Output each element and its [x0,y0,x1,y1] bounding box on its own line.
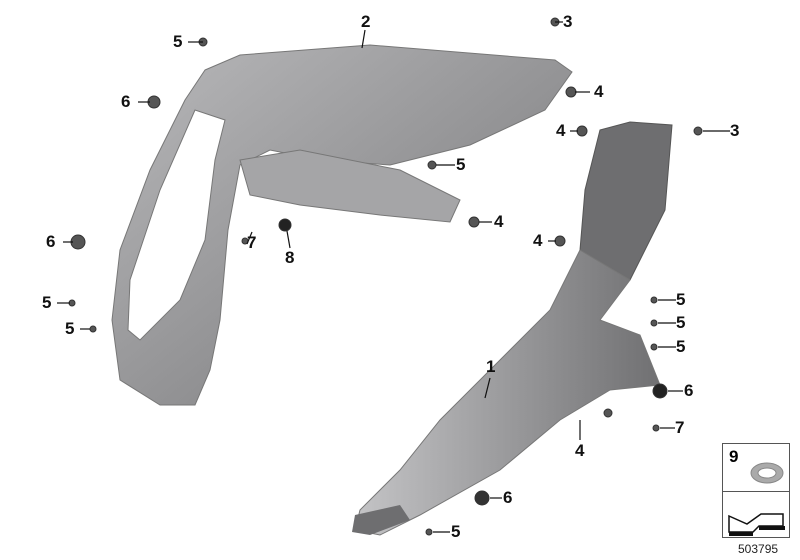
label-part-4: 4 [533,231,543,250]
label-part-6: 6 [46,232,56,251]
label-part-5: 5 [676,290,686,309]
label-part-5: 5 [456,155,466,174]
label-part-4: 4 [494,212,504,231]
label-part-6: 6 [503,488,513,507]
label-part-4: 4 [594,82,604,101]
label-part-3: 3 [563,12,573,31]
label-part-5: 5 [451,522,461,541]
fairing-part-2 [111,44,573,406]
legend-arrow [723,492,789,538]
fairing-part-2-lower-arm [239,149,461,223]
fairing-part-1-tip [352,505,410,535]
legend-box: 9 [722,443,790,538]
label-part-6: 6 [121,92,131,111]
label-part-7: 7 [675,418,685,437]
label-part-4: 4 [575,441,585,460]
label-part-1: 1 [486,357,496,376]
legend-part-9: 9 [723,444,789,492]
document-number: 503795 [738,542,779,556]
fairing-part-1-upper [579,121,673,281]
label-part-5: 5 [676,337,686,356]
label-part-2: 2 [361,12,371,31]
label-part-5: 5 [173,32,183,51]
label-part-6: 6 [684,381,694,400]
label-part-8: 8 [285,248,295,267]
arrow-icon [728,513,785,536]
fairing-part-1 [354,249,661,536]
label-part-5: 5 [65,319,75,338]
leader-lines [57,21,730,533]
label-part-9: 9 [729,447,739,466]
label-part-5: 5 [676,313,686,332]
label-part-3: 3 [730,121,740,140]
washer-icon [750,462,784,484]
label-part-7: 7 [247,233,257,252]
label-part-4: 4 [556,121,566,140]
label-part-5: 5 [42,293,52,312]
